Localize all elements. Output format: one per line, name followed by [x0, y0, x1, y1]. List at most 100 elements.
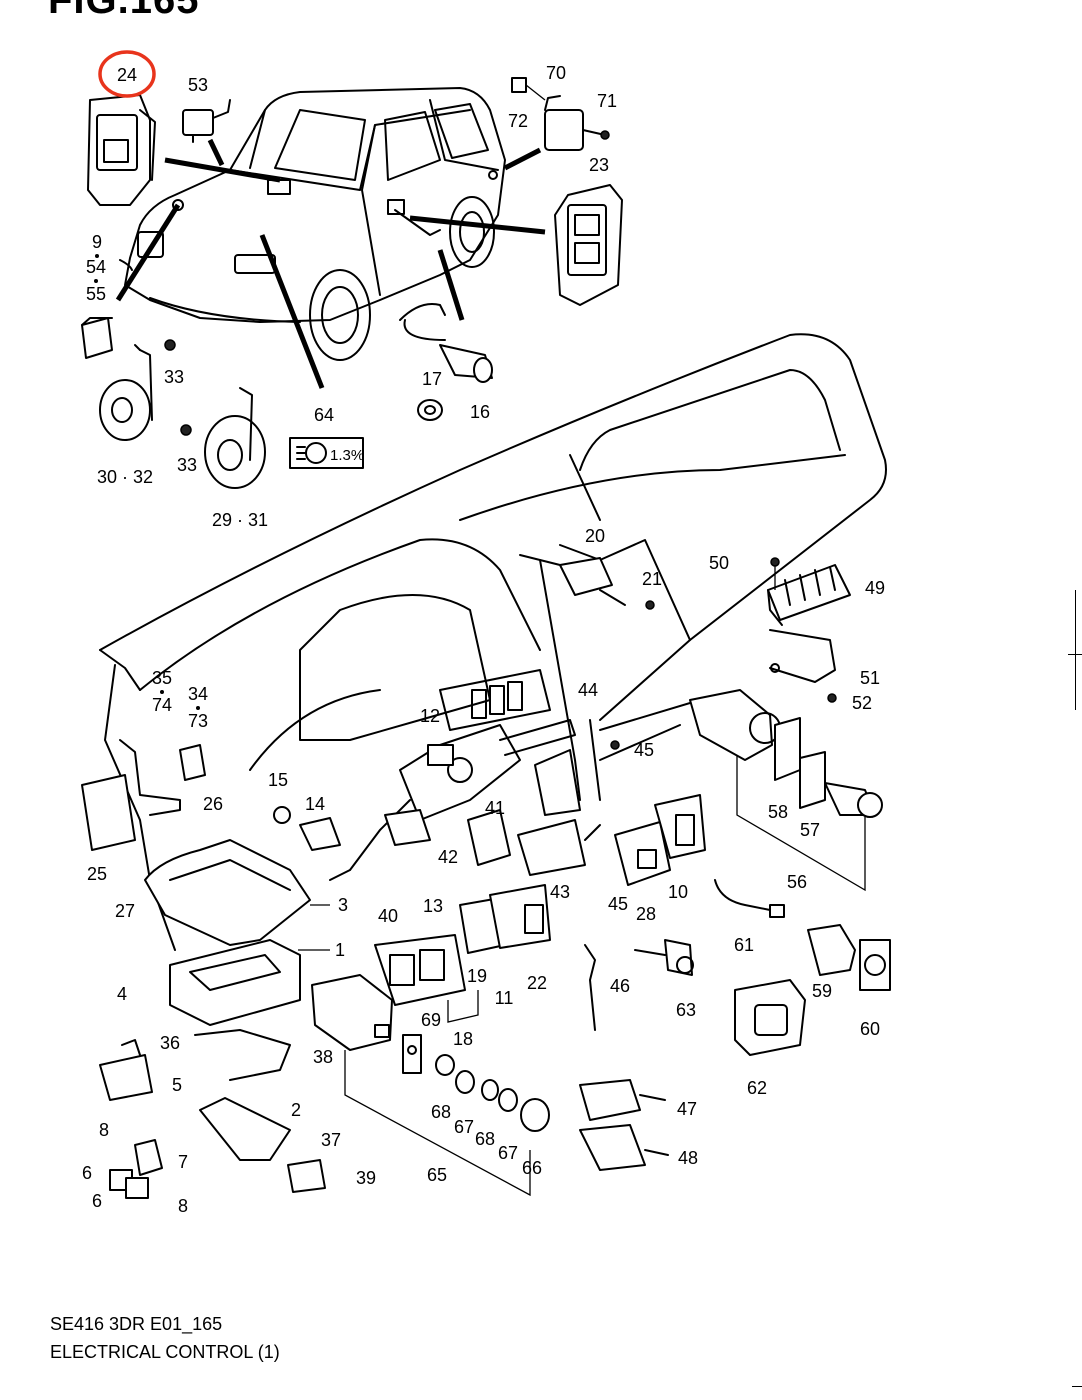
label-51[interactable]: 51	[860, 668, 880, 688]
label-68-a[interactable]: 68	[431, 1102, 451, 1122]
label-25[interactable]: 25	[87, 864, 107, 884]
label-46[interactable]: 46	[610, 976, 630, 996]
label-33-a[interactable]: 33	[164, 367, 184, 387]
part-7-bracket	[134, 1139, 163, 1176]
part-28-switch	[614, 821, 671, 886]
label-60[interactable]: 60	[860, 1019, 880, 1039]
label-36[interactable]: 36	[160, 1033, 180, 1053]
part-labels: 24 53 70 71 72 23 9 54 55 33 33 30 · 32 …	[82, 63, 885, 1216]
label-63[interactable]: 63	[676, 1000, 696, 1020]
label-6-a[interactable]: 6	[82, 1163, 92, 1183]
label-59[interactable]: 59	[812, 981, 832, 1001]
label-22[interactable]: 22	[527, 973, 547, 993]
part-60-ring	[859, 939, 891, 991]
label-72[interactable]: 72	[508, 111, 528, 131]
label-49[interactable]: 49	[865, 578, 885, 598]
label-55[interactable]: 55	[86, 284, 106, 304]
label-62[interactable]: 62	[747, 1078, 767, 1098]
label-52[interactable]: 52	[852, 693, 872, 713]
label-11[interactable]: 11	[495, 988, 514, 1008]
label-54[interactable]: 54	[86, 257, 106, 277]
part-14-switch	[299, 817, 341, 851]
label-65[interactable]: 65	[427, 1165, 447, 1185]
highlight-circle	[98, 50, 156, 98]
label-4[interactable]: 4	[117, 984, 127, 1004]
part-26-bracket	[119, 739, 181, 816]
label-2[interactable]: 2	[291, 1100, 301, 1120]
label-8-a[interactable]: 8	[99, 1120, 109, 1140]
label-20[interactable]: 20	[585, 526, 605, 546]
label-73[interactable]: 73	[188, 711, 208, 731]
label-9[interactable]: 9	[92, 232, 102, 252]
part-6-relay	[109, 1169, 149, 1199]
label-12[interactable]: 12	[420, 706, 440, 726]
label-15[interactable]: 15	[268, 770, 288, 790]
label-53[interactable]: 53	[188, 75, 208, 95]
label-40[interactable]: 40	[378, 906, 398, 926]
label-10[interactable]: 10	[668, 882, 688, 902]
label-69[interactable]: 69	[421, 1010, 441, 1030]
label-67-a[interactable]: 67	[454, 1117, 474, 1137]
label-13[interactable]: 13	[423, 896, 443, 916]
label-24[interactable]: 24	[117, 65, 137, 85]
label-61[interactable]: 61	[734, 935, 754, 955]
part-17-grommet	[417, 399, 443, 421]
label-70[interactable]: 70	[546, 63, 566, 83]
label-43[interactable]: 43	[550, 882, 570, 902]
part-55-relay	[81, 317, 113, 359]
label-14[interactable]: 14	[305, 794, 325, 814]
label-33-b[interactable]: 33	[177, 455, 197, 475]
label-71[interactable]: 71	[597, 91, 617, 111]
label-5[interactable]: 5	[172, 1075, 182, 1095]
label-16[interactable]: 16	[470, 402, 490, 422]
label-38[interactable]: 38	[313, 1047, 333, 1067]
label-29-31[interactable]: 29 · 31	[212, 510, 268, 530]
label-6-b[interactable]: 6	[92, 1191, 102, 1211]
label-37[interactable]: 37	[321, 1130, 341, 1150]
part-10-switch	[654, 794, 706, 859]
parts-diagram: 24 53 70 71 72 23 9 54 55 33 33 30 · 32 …	[81, 50, 891, 1216]
label-42[interactable]: 42	[438, 847, 458, 867]
callout-lines	[115, 138, 546, 389]
label-1[interactable]: 1	[335, 940, 345, 960]
label-68-b[interactable]: 68	[475, 1129, 495, 1149]
part-3-tray	[144, 839, 330, 946]
footer-diagram-title: ELECTRICAL CONTROL (1)	[50, 1342, 280, 1362]
label-19[interactable]: 19	[467, 966, 487, 986]
label-30-32[interactable]: 30 · 32	[97, 467, 153, 487]
label-57[interactable]: 57	[800, 820, 820, 840]
label-7[interactable]: 7	[178, 1152, 188, 1172]
label-3[interactable]: 3	[338, 895, 348, 915]
label-45-a[interactable]: 45	[634, 740, 654, 760]
label-23[interactable]: 23	[589, 155, 609, 175]
label-18[interactable]: 18	[453, 1029, 473, 1049]
part-24-switch-panel[interactable]	[87, 94, 156, 206]
label-44[interactable]: 44	[578, 680, 598, 700]
part-44-bracket	[534, 719, 620, 816]
label-67-b[interactable]: 67	[498, 1143, 518, 1163]
label-66[interactable]: 66	[522, 1158, 542, 1178]
part-18-bracket	[447, 990, 479, 1023]
label-21[interactable]: 21	[642, 569, 662, 589]
part-15-bulb	[273, 806, 291, 824]
label-64[interactable]: 64	[314, 405, 334, 425]
label-50[interactable]: 50	[709, 553, 729, 573]
label-58[interactable]: 58	[768, 802, 788, 822]
part-62-clock	[734, 979, 806, 1056]
label-56[interactable]: 56	[787, 872, 807, 892]
label-41[interactable]: 41	[485, 798, 505, 818]
label-74[interactable]: 74	[152, 695, 172, 715]
part-49-control-module	[767, 557, 851, 703]
label-34[interactable]: 34	[188, 684, 208, 704]
label-47[interactable]: 47	[677, 1099, 697, 1119]
label-45-b[interactable]: 45	[608, 894, 628, 914]
part-46-lever	[584, 944, 596, 1031]
label-35[interactable]: 35	[152, 668, 172, 688]
label-48[interactable]: 48	[678, 1148, 698, 1168]
label-26[interactable]: 26	[203, 794, 223, 814]
label-39[interactable]: 39	[356, 1168, 376, 1188]
label-27[interactable]: 27	[115, 901, 135, 921]
label-8-b[interactable]: 8	[178, 1196, 188, 1216]
label-28[interactable]: 28	[636, 904, 656, 924]
label-17[interactable]: 17	[422, 369, 442, 389]
